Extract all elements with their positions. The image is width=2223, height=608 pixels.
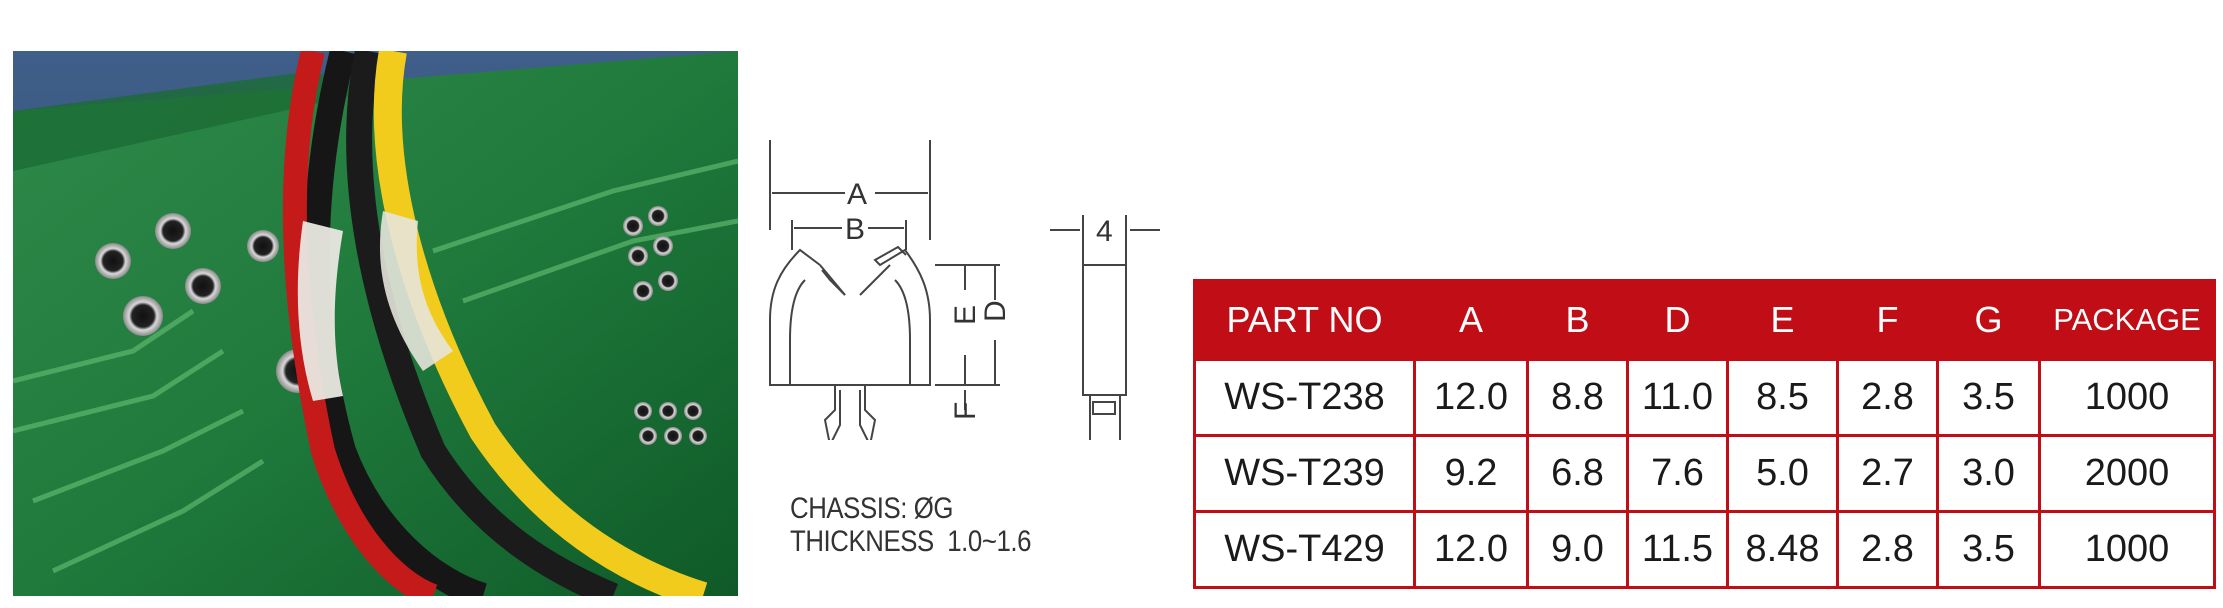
cell-part-no: WS-T429 [1193,510,1416,589]
dim-label-b: B [845,213,865,246]
cell-b: 8.8 [1526,358,1629,437]
thickness-note: THICKNESS 1.0~1.6 [790,525,1032,558]
cell-d: 11.5 [1626,510,1729,589]
header-g: G [1936,279,2041,361]
spec-table: PART NO A B D E F G PACKAGE WS-T238 12.0… [1193,279,2216,589]
cell-a: 12.0 [1413,358,1529,437]
cell-d: 7.6 [1626,434,1729,513]
cell-b: 9.0 [1526,510,1629,589]
dim-label-d: D [979,300,1012,322]
cell-e: 8.48 [1726,510,1839,589]
cell-part-no: WS-T239 [1193,434,1416,513]
header-d: D [1626,279,1729,361]
cell-d: 11.0 [1626,358,1729,437]
cell-a: 12.0 [1413,510,1529,589]
cell-e: 8.5 [1726,358,1839,437]
cell-g: 3.0 [1936,434,2041,513]
cell-package: 1000 [2038,510,2216,589]
header-package: PACKAGE [2038,279,2216,361]
cell-e: 5.0 [1726,434,1839,513]
product-photo [13,51,738,596]
dim-label-e: E [949,305,982,325]
pcb-holes-icon [95,206,707,445]
header-f: F [1836,279,1939,361]
header-a: A [1413,279,1529,361]
header-e: E [1726,279,1839,361]
cell-b: 6.8 [1526,434,1629,513]
chassis-note: CHASSIS: ØG [790,492,954,525]
table-header-row: PART NO A B D E F G PACKAGE [1193,279,2216,361]
cell-g: 3.5 [1936,358,2041,437]
cell-part-no: WS-T238 [1193,358,1416,437]
dim-label-width: 4 [1096,215,1113,248]
dimension-drawing: A B E D F 4 CHASSIS: ØG THICKNESS 1.0~1.… [740,140,1180,570]
cell-package: 1000 [2038,358,2216,437]
cell-g: 3.5 [1936,510,2041,589]
header-b: B [1526,279,1629,361]
cell-f: 2.8 [1836,510,1939,589]
cell-a: 9.2 [1413,434,1529,513]
dim-label-f: F [949,402,982,420]
cell-package: 2000 [2038,434,2216,513]
header-part-no: PART NO [1193,279,1416,361]
cable-clip-icon [297,211,453,401]
cell-f: 2.7 [1836,434,1939,513]
dim-label-a: A [847,178,867,211]
table-row: WS-T429 12.0 9.0 11.5 8.48 2.8 3.5 1000 [1193,510,2216,589]
table-row: WS-T239 9.2 6.8 7.6 5.0 2.7 3.0 2000 [1193,434,2216,513]
cell-f: 2.8 [1836,358,1939,437]
table-row: WS-T238 12.0 8.8 11.0 8.5 2.8 3.5 1000 [1193,358,2216,437]
